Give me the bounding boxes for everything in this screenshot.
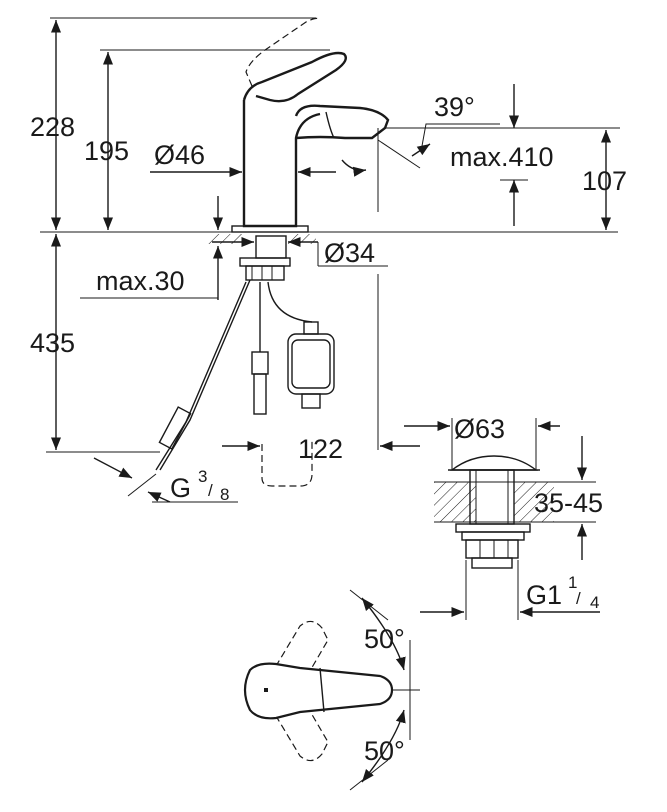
dim-swivel-top: 50° [364,624,405,654]
lever-dot [264,688,268,692]
lever-swing-outline [245,17,321,87]
dim-spout-clearance: 107 [582,166,627,196]
dim-waste-diameter: Ø63 [454,414,505,444]
dim-hose-length: 435 [30,328,75,358]
waste-cap [449,455,539,471]
faucet-body [242,100,321,228]
dim-waste-thread: G1 [526,580,562,610]
faucet-spout [294,104,390,140]
mount-washer [245,265,285,281]
dim-50-top-arc [361,597,406,671]
clearance-outline [261,440,313,487]
mount-nut [239,257,291,267]
waste-tail [471,557,513,569]
dim-39-arc [341,159,367,177]
base-plate [231,225,309,233]
basin-hatch-left [434,482,476,522]
dim-body-diameter: Ø46 [154,140,205,170]
dim-lever-angle: 39° [434,92,475,122]
faucet-lever [242,51,347,103]
dim-connection-thread: G [170,473,191,503]
deck-hatch-left [208,234,244,244]
lever-top [243,662,394,720]
waste-nut [465,539,519,559]
waste-valve-view: Ø63 35-45 G1 1 / 4 [404,414,603,620]
cartridge-cap [303,321,319,335]
cartridge-hose [267,281,313,323]
dim-g38-right [147,491,171,503]
dim-spout-height: 195 [84,136,129,166]
hose-connector-mid-body [253,373,267,415]
cartridge-body [287,333,335,395]
basin-hatch-right [514,482,554,522]
spout-detail [325,111,335,139]
dim-swivel-bottom: 50° [364,736,405,766]
dim-waste-num: 1 [568,573,577,592]
waste-flange [455,523,531,533]
dim-waste-den: 4 [590,593,599,612]
hose-connector-left [158,406,192,450]
hose-connector-mid [251,351,269,375]
lever-swing-up [269,620,329,689]
cartridge-outlet [301,393,321,409]
dim-connection-slash: / [208,481,213,500]
dim-max-reach: max.410 [450,142,554,172]
dim-total-height: 228 [30,112,75,142]
dim-waste-thickness: 35-45 [534,488,603,518]
dim-clearance: 122 [298,434,343,464]
hose-left-2 [155,281,247,471]
waste-body [469,469,515,525]
dim-waste-slash: / [576,589,581,608]
mount-shank [255,235,287,259]
deck-hatch-right [288,234,316,244]
dim-g38-left [93,457,133,479]
waste-washer [461,531,525,541]
dim-50-bottom-arc [361,709,406,783]
faucet-top-view: 50° 50° [243,589,420,791]
dim-connection-den: 8 [220,485,229,504]
dim-connection-num: 3 [198,467,207,486]
lever-swing-down [269,693,329,762]
hose-left [159,279,251,471]
faucet-side-view: 228 195 Ø46 39° max.410 107 Ø34 [30,17,627,504]
dim-max-deck: max.30 [96,266,185,296]
dim-mount-hole: Ø34 [324,238,375,268]
